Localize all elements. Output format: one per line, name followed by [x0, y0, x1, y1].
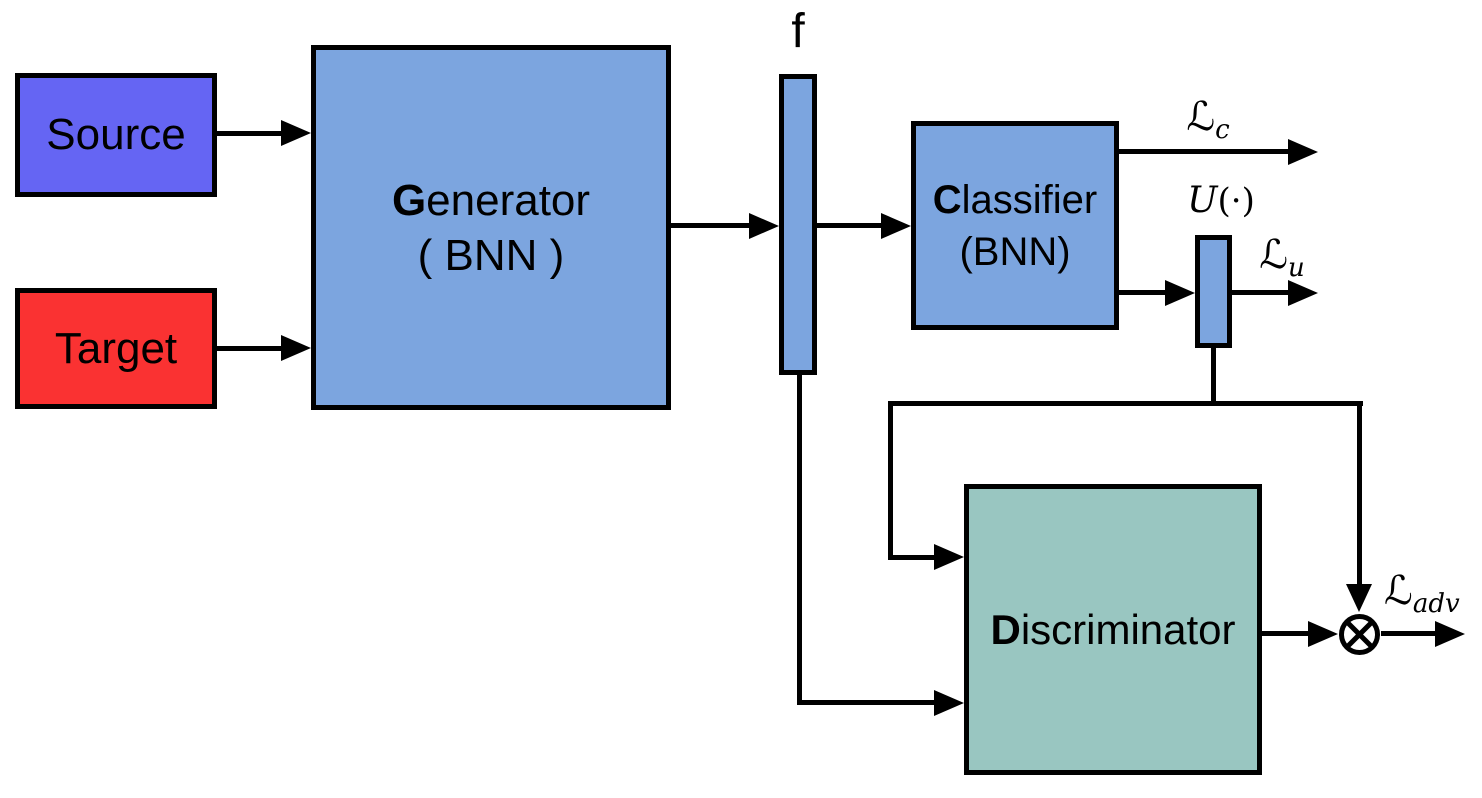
classifier-label: Classifier [932, 177, 1098, 222]
line-uncertainty-to-discriminator [888, 555, 936, 560]
arrowhead-source-to-generator [281, 120, 311, 146]
line-source-to-generator [217, 131, 283, 136]
arrowhead-discriminator-to-otimes [1308, 621, 1338, 647]
arrowhead-target-to-generator [281, 335, 311, 361]
target-box: Target [15, 288, 217, 409]
arrowhead-generator-to-feature [749, 213, 779, 239]
line-uncertainty-down [1211, 348, 1216, 406]
source-label: Source [46, 110, 186, 159]
line-classifier-to-loss-c [1119, 149, 1289, 154]
generator-label: Generator [391, 175, 591, 225]
line-uncertainty-to-loss-u [1232, 290, 1290, 295]
otimes-icon [1339, 614, 1380, 655]
line-discriminator-to-otimes [1262, 631, 1310, 636]
discriminator-label: Discriminator [990, 606, 1236, 653]
arrowhead-loss-c [1288, 139, 1318, 165]
feature-bar [779, 74, 817, 375]
discriminator-box: Discriminator [964, 484, 1262, 775]
line-feature-down [797, 373, 802, 703]
classifier-sublabel: (BNN) [959, 229, 1071, 274]
arrowhead-uncertainty-to-discriminator [934, 544, 964, 570]
arrowhead-classifier-to-uncertainty [1165, 280, 1195, 306]
arrowhead-loss-adv [1435, 621, 1465, 647]
uncertainty-function-label: U(·) [1187, 180, 1255, 221]
generator-box: Generator ( BNN ) [311, 45, 671, 410]
line-generator-to-feature [671, 223, 751, 228]
line-junction-right-down [1357, 401, 1362, 586]
loss-u-label: ℒu [1259, 232, 1305, 283]
generator-sublabel: ( BNN ) [417, 230, 565, 280]
arrowhead-feature-to-discriminator [934, 690, 964, 716]
line-feature-to-classifier [817, 223, 883, 228]
line-classifier-to-uncertainty [1119, 290, 1167, 295]
arrowhead-into-otimes [1346, 584, 1372, 612]
source-box: Source [15, 73, 217, 197]
line-target-to-generator [217, 346, 283, 351]
line-junction-left-down [888, 401, 893, 560]
uncertainty-bar [1195, 235, 1232, 348]
line-feature-to-discriminator [797, 700, 936, 705]
loss-adv-label: ℒadv [1384, 568, 1460, 619]
feature-label: f [791, 5, 805, 58]
classifier-box: Classifier (BNN) [911, 121, 1119, 330]
loss-c-label: ℒc [1186, 94, 1230, 145]
arrowhead-loss-u [1288, 280, 1318, 306]
line-otimes-out [1381, 631, 1437, 636]
target-label: Target [54, 323, 178, 373]
arrowhead-feature-to-classifier [881, 213, 911, 239]
line-junction-horizontal [888, 401, 1363, 406]
